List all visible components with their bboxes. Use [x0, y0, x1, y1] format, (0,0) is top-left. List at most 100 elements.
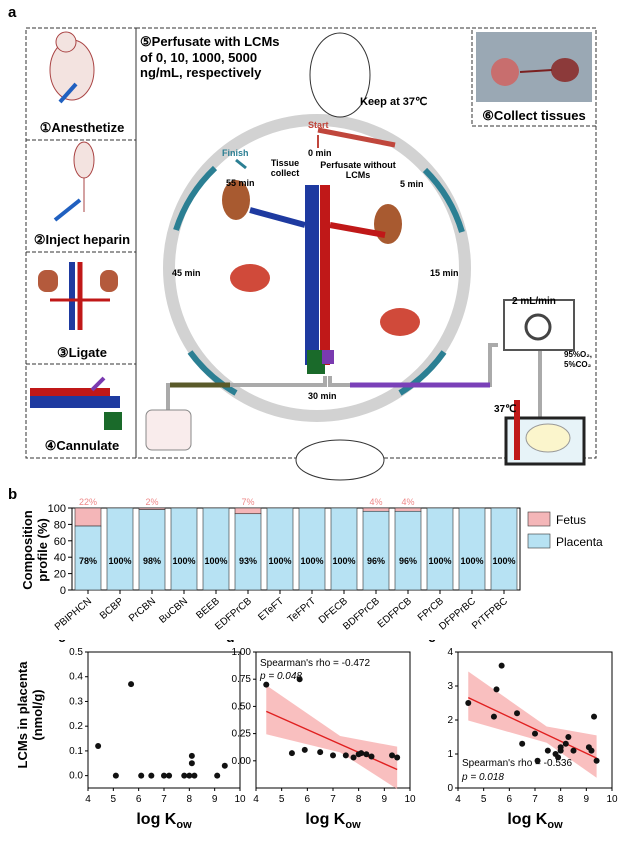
data-point [221, 762, 228, 769]
x-axis-label: log Kow [305, 811, 361, 831]
x-tick-label: BDFPrCB [341, 596, 382, 633]
perfusate-label: ⑤Perfusate with LCMs of 0, 10, 1000, 500… [140, 34, 280, 80]
time-45: 45 min [172, 268, 201, 278]
data-point [532, 730, 538, 737]
bar-placenta [106, 507, 134, 591]
bar-placenta [266, 507, 294, 591]
bar-placenta [234, 513, 262, 591]
bar-placenta [362, 510, 390, 591]
data-point [588, 747, 595, 754]
start-label: Start [308, 120, 329, 130]
x-tick-label: PrCBN [127, 596, 158, 624]
regression-line [467, 696, 597, 759]
confidence-band [468, 671, 597, 778]
x-tick-label: ETeFT [256, 596, 286, 623]
bar-placenta [458, 507, 486, 591]
data-point [350, 754, 357, 761]
placenta-label: 100% [492, 556, 515, 566]
bar-placenta [298, 507, 326, 591]
placenta-label: 100% [172, 556, 195, 566]
mouse-sketch-2 [73, 141, 95, 212]
keep-temp-label: Keep at 37℃ [360, 96, 428, 108]
data-point [498, 662, 505, 669]
x-tick-label: 7 [532, 794, 538, 805]
gas-o2: 95%O₂, [564, 350, 593, 359]
bar-placenta [170, 507, 198, 591]
x-tick-label: 5 [279, 794, 285, 805]
x-axis-label: log Kow [136, 811, 192, 831]
x-tick-label: 7 [161, 794, 167, 805]
data-point [490, 713, 497, 720]
regression-line [265, 710, 398, 771]
x-tick-label: 5 [481, 794, 487, 805]
legend-label: Placenta [556, 535, 603, 549]
placenta-label: 100% [108, 556, 131, 566]
y-tick-label: 0.3 [69, 696, 83, 707]
bar-placenta [490, 507, 518, 591]
data-point [166, 772, 173, 779]
y-tick-label: 0.00 [232, 756, 252, 767]
x-tick-label: 6 [507, 794, 513, 805]
data-point [191, 772, 198, 779]
x-tick-label: 9 [212, 794, 218, 805]
pump-box [503, 299, 575, 351]
y-tick-label: 0.75 [232, 674, 252, 685]
data-point [342, 752, 349, 759]
y-tick-label: 0.4 [69, 672, 83, 683]
y-tick-label: 0.5 [69, 647, 83, 658]
y-tick-label: 0.0 [69, 771, 83, 782]
pump-icon [524, 313, 552, 341]
data-point [555, 754, 562, 761]
vessel-sketch-4 [30, 376, 122, 430]
x-tick-label: 10 [404, 794, 416, 805]
x-tick-label: BuCBN [157, 596, 190, 626]
perfusate-without-label: Perfusate without LCMs [320, 160, 396, 180]
x-tick-label: BCBP [98, 596, 126, 622]
y-tick-label: 60 [54, 536, 66, 548]
annotation-p: p = 0.048 [259, 671, 302, 682]
y-tick-label: 0.1 [69, 746, 83, 757]
x-tick-label: 4 [253, 794, 259, 805]
data-point [138, 772, 145, 779]
x-tick-label: 6 [305, 794, 311, 805]
panel-title: L [159, 640, 169, 644]
x-tick-label: PrTFPBC [470, 596, 510, 632]
annotation-rho: Spearman's rho = -0.472 [260, 658, 370, 669]
data-point [368, 753, 375, 760]
thermometer [514, 400, 520, 460]
y-tick-label: 3 [447, 681, 453, 692]
collect-tissues-label: ⑥Collect tissues [482, 108, 586, 123]
y-tick-label: 40 [54, 552, 66, 564]
y-tick-label: 0.2 [69, 721, 83, 732]
data-point [519, 740, 526, 747]
panel-a-figure [25, 27, 597, 481]
y-tick-label: 1.00 [232, 647, 252, 658]
step-inject-heparin: ②Inject heparin [33, 232, 131, 247]
y-tick-label: 0 [60, 585, 66, 597]
data-point [301, 746, 308, 753]
y-tick-label: 0 [447, 783, 453, 794]
data-point [263, 681, 270, 688]
panel-a-label: a [8, 4, 17, 21]
syringe-2 [53, 198, 82, 222]
bar-fetus [74, 507, 102, 527]
x-tick-label: TeFPrT [286, 596, 318, 625]
mouse-sketch-1 [49, 31, 95, 101]
x-tick-label: BEEB [194, 596, 222, 622]
placenta-label: 96% [367, 556, 385, 566]
data-point [288, 750, 295, 757]
data-point [363, 751, 370, 758]
data-point [389, 752, 396, 759]
confidence-band [266, 685, 398, 790]
fetus-label: 2% [145, 497, 158, 507]
y-tick-label: 0.25 [232, 729, 252, 740]
data-point [186, 772, 193, 779]
x-tick-label: 8 [356, 794, 362, 805]
bar-fetus [362, 507, 390, 512]
legend-swatch [527, 511, 551, 527]
data-point [128, 681, 135, 688]
data-point [161, 772, 167, 779]
bar-fetus [394, 507, 422, 512]
panel-b-label: b [8, 486, 18, 503]
